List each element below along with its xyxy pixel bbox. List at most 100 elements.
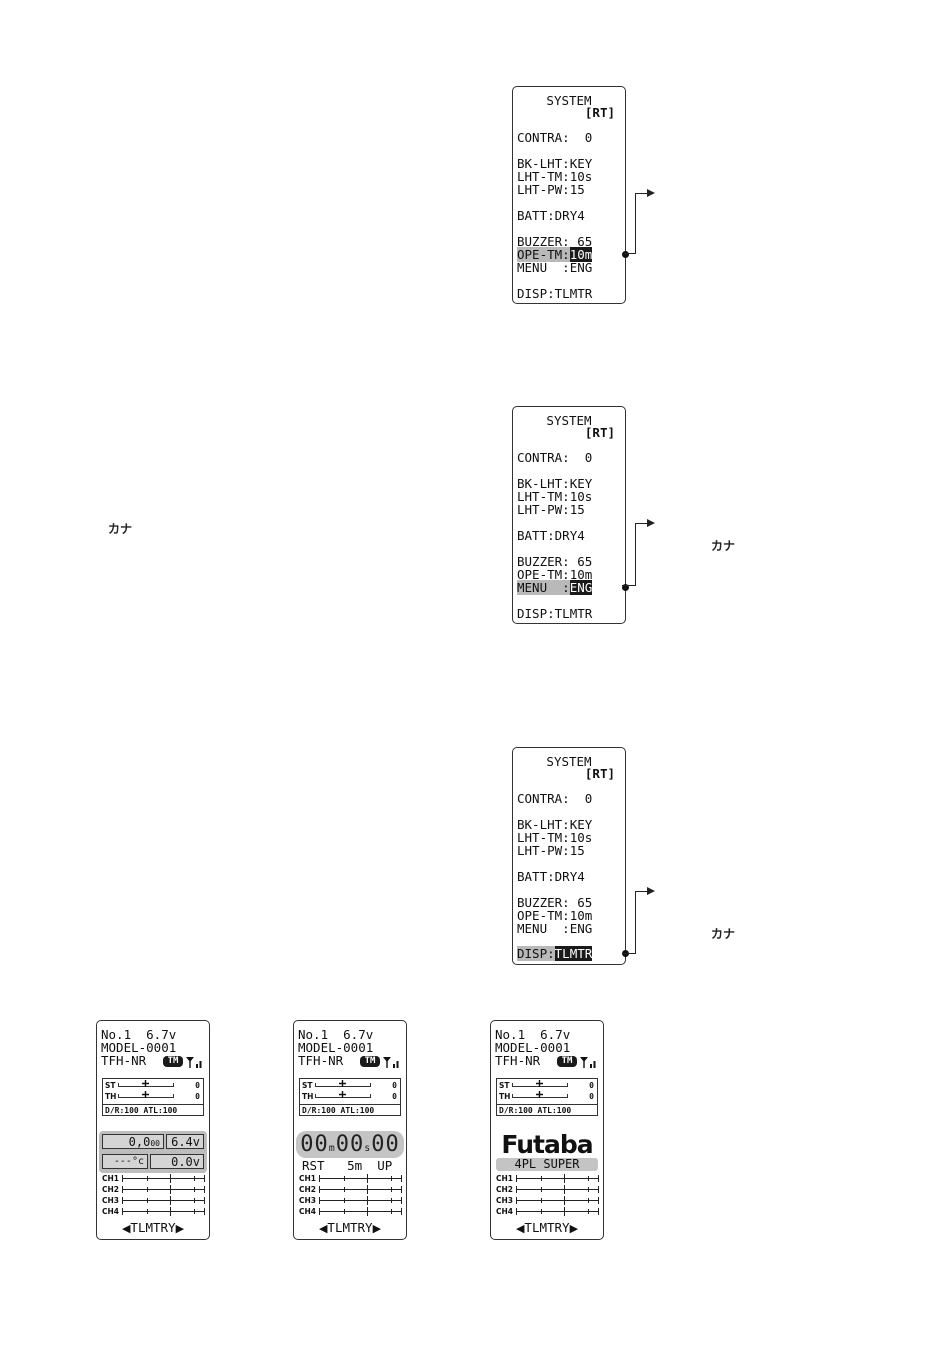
nav-label: TLMTRY [327,1220,373,1235]
batt-row: BATT:DRY4 [517,528,585,543]
arrow-left-icon: ◀ [318,1222,328,1235]
st-label: ST [105,1081,116,1090]
model-name: MODEL-0001 [495,1040,571,1055]
telemetry-nav[interactable]: ◀TLMTRY▶ [97,1220,209,1236]
channel-row: CH4 [496,1207,600,1216]
th-label: TH [302,1092,314,1101]
disp-row[interactable]: DISP:TLMTR [513,946,629,961]
trim-display: ST 0 TH 0 D/R:100 ATL:100 [102,1078,204,1116]
arrow-right-icon: ▶ [569,1222,579,1235]
system-screen-ope-tm: SYSTEM [RT] CONTRA: 0 BK-LHT:KEY LHT-TM:… [512,86,629,304]
channel-row: CH1 [299,1174,403,1183]
menu-row[interactable]: MENU :ENG [513,580,629,595]
st-value: 0 [589,1081,594,1090]
temperature-box: ---°c [102,1154,148,1169]
th-label: TH [499,1092,511,1101]
lhttm-row: LHT-TM:10s [517,169,593,184]
contra-row: CONTRA: 0 [517,130,593,145]
th-value: 0 [195,1092,200,1101]
model-name: MODEL-0001 [298,1040,374,1055]
timer-digits: 00m00s00 [300,1132,400,1157]
disp-row: DISP:TLMTR [517,286,593,301]
buzzer-row: BUZZER: 65 [517,895,593,910]
channel-row: CH4 [102,1207,206,1216]
arrow-right-icon: ▶ [175,1222,185,1235]
timer-panel: 00m00s00 [296,1131,404,1158]
home-screen-timer: No.1 6.7v MODEL-0001 TFH-NR TM ST 0 TH 0… [293,1020,407,1240]
system-subtitle: [RT] [584,105,615,120]
telemetry-panel: 0,000 6.4v ---°c 0.0v [99,1131,207,1173]
channel-row: CH3 [102,1196,206,1205]
telemetry-nav[interactable]: ◀TLMTRY▶ [491,1220,603,1236]
antenna-signal-icon [580,1057,596,1068]
menu-row: MENU :ENG [517,921,593,936]
channel-row: CH3 [299,1196,403,1205]
tm-badge: TM [360,1056,380,1067]
antenna-signal-icon [186,1057,202,1068]
trim-display: ST 0 TH 0 D/R:100 ATL:100 [299,1078,401,1116]
lhttm-row: LHT-TM:10s [517,489,593,504]
nav-label: TLMTRY [524,1220,570,1235]
home-screen-logo: No.1 6.7v MODEL-0001 TFH-NR TM ST 0 TH 0… [490,1020,604,1240]
receiver-type: TFH-NR [495,1053,541,1068]
arrow-left-icon: ◀ [121,1222,131,1235]
system-title: SYSTEM [546,754,592,769]
voltage-box-1: 6.4v [166,1134,204,1149]
model-name: MODEL-0001 [101,1040,177,1055]
th-value: 0 [392,1092,397,1101]
menu-row: MENU :ENG [517,260,593,275]
opetm-row: OPE-TM:10m [517,908,593,923]
telemetry-nav[interactable]: ◀TLMTRY▶ [294,1220,406,1236]
disp-row: DISP:TLMTR [517,606,593,621]
dr-atl-values: D/R:100 ATL:100 [105,1106,178,1115]
nav-label: TLMTRY [130,1220,176,1235]
system-subtitle: [RT] [584,425,615,440]
tm-badge: TM [163,1056,183,1067]
lhttm-row: LHT-TM:10s [517,830,593,845]
buzzer-row: BUZZER: 65 [517,554,593,569]
home-screen-telemetry: No.1 6.7v MODEL-0001 TFH-NR TM ST 0 TH 0… [96,1020,210,1240]
system-subtitle: [RT] [584,766,615,781]
futaba-logo: Futaba [501,1130,593,1159]
receiver-type: TFH-NR [298,1053,344,1068]
arrow-left-icon: ◀ [515,1222,525,1235]
channel-row: CH1 [496,1174,600,1183]
model-series-label: 4PL SUPER [496,1158,598,1171]
opetm-row[interactable]: OPE-TM:10m [513,247,629,262]
batt-row: BATT:DRY4 [517,208,585,223]
st-value: 0 [195,1081,200,1090]
timer-info: RST 5m UP [302,1158,393,1173]
lhtpw-row: LHT-PW:15 [517,182,585,197]
lhtpw-row: LHT-PW:15 [517,502,585,517]
voltage-box-2: 0.0v [150,1154,204,1169]
antenna-signal-icon [383,1057,399,1068]
channel-row: CH2 [496,1185,600,1194]
th-label: TH [105,1092,117,1101]
system-title: SYSTEM [546,413,592,428]
bklht-row: BK-LHT:KEY [517,476,593,491]
bklht-row: BK-LHT:KEY [517,156,593,171]
channel-row: CH2 [102,1185,206,1194]
dr-atl-values: D/R:100 ATL:100 [499,1106,572,1115]
system-screen-disp: SYSTEM [RT] CONTRA: 0 BK-LHT:KEY LHT-TM:… [512,747,629,965]
contra-row: CONTRA: 0 [517,450,593,465]
model-no-voltage: No.1 6.7v [298,1027,374,1042]
channel-row: CH3 [496,1196,600,1205]
dr-atl-values: D/R:100 ATL:100 [302,1106,375,1115]
kana-label-left: カナ [108,522,133,536]
receiver-type: TFH-NR [101,1053,147,1068]
kana-label-menu: カナ [711,539,736,553]
opetm-row: OPE-TM:10m [517,567,593,582]
lhtpw-row: LHT-PW:15 [517,843,585,858]
contra-row: CONTRA: 0 [517,791,593,806]
st-label: ST [302,1081,313,1090]
system-screen-menu: SYSTEM [RT] CONTRA: 0 BK-LHT:KEY LHT-TM:… [512,406,629,624]
arrow-right-icon: ▶ [372,1222,382,1235]
rpm-box: 0,000 [102,1134,164,1149]
trim-display: ST 0 TH 0 D/R:100 ATL:100 [496,1078,598,1116]
st-label: ST [499,1081,510,1090]
system-title: SYSTEM [546,93,592,108]
model-no-voltage: No.1 6.7v [495,1027,571,1042]
kana-label-disp: カナ [711,927,736,941]
st-value: 0 [392,1081,397,1090]
